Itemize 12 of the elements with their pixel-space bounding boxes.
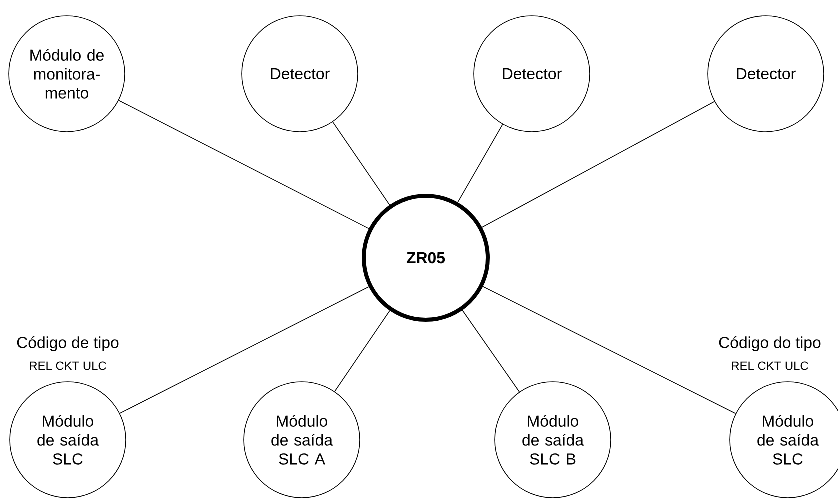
type-code-label: Código do tipo xyxy=(719,336,821,352)
connector-line xyxy=(482,286,736,414)
connector-line xyxy=(334,310,390,392)
connector-line xyxy=(118,100,370,230)
type-code-label: Código de tipo xyxy=(17,336,119,352)
type-code-value: REL CKT ULC xyxy=(30,362,106,370)
connector-line xyxy=(332,122,390,206)
connector-line xyxy=(462,310,520,392)
connector-line xyxy=(120,286,370,414)
connector-line xyxy=(458,124,504,203)
type-code-value: REL CKT ULC xyxy=(732,362,808,370)
connector-line xyxy=(482,101,716,228)
